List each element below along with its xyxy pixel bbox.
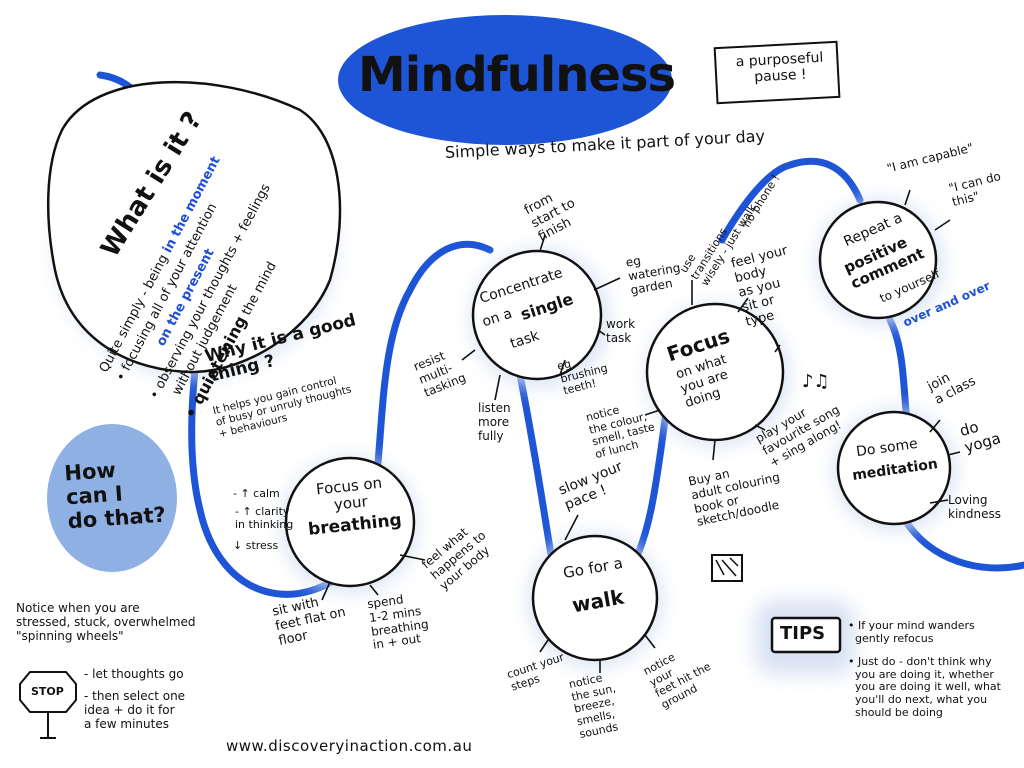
- notice-stressed-text: Notice when you are stressed, stuck, ove…: [16, 601, 196, 643]
- meditation-bubble: [836, 410, 952, 526]
- tips-refocus: • If your mind wanders gently refocus: [848, 619, 975, 645]
- connector-lines: [321, 189, 961, 673]
- purposeful-pause-note: a purposeful pause !: [735, 49, 824, 86]
- pause-box: [713, 40, 841, 105]
- tips-box: [770, 616, 842, 654]
- concentrate-listen: listen more fully: [478, 401, 511, 443]
- why-calm: - ↑ calm: [233, 487, 280, 500]
- stop-sign-label: STOP: [31, 685, 64, 698]
- then-select-one: - then select one idea + do it for a few…: [84, 689, 186, 731]
- website-url: www.discoveryinaction.com.au: [226, 737, 473, 755]
- music-notes-icon: ♪♫: [802, 371, 830, 392]
- let-thoughts-go: - let thoughts go: [84, 667, 184, 681]
- concentrate-bubble: [471, 249, 603, 381]
- page-title: Mindfulness: [358, 47, 676, 103]
- breathing-bubble: [284, 456, 416, 588]
- how-can-circle: [47, 424, 177, 572]
- tips-just-do: • Just do - don't think why you are doin…: [848, 655, 1001, 719]
- why-stress: ↓ stress: [233, 539, 279, 552]
- stop-sign-graphic: [19, 671, 77, 739]
- topic-bubbles: [46, 80, 952, 662]
- title-ellipse: [338, 15, 672, 145]
- concentrate-work-task: work task: [606, 317, 636, 345]
- breathing-spend: spend 1-2 mins breathing in + out: [366, 592, 430, 653]
- how-can-text: How can I do that?: [63, 457, 167, 534]
- positive-bubble: [818, 200, 938, 320]
- meditation-loving: Loving kindness: [948, 493, 1001, 521]
- walk-bubble: [531, 534, 659, 662]
- why-clarity: - ↑ clarity in thinking: [235, 505, 294, 531]
- tips-label: TIPS: [780, 623, 826, 644]
- signature-doodle: [711, 554, 743, 582]
- what-is-it-bubble: [46, 80, 342, 374]
